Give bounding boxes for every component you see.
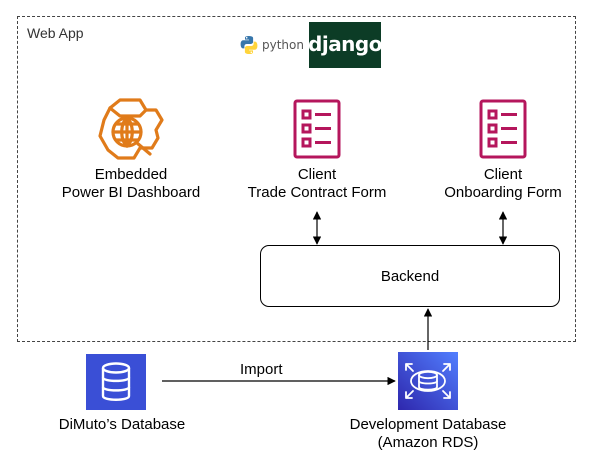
powerbi-label-line1: Embedded xyxy=(94,166,168,183)
powerbi-dashboard-icon xyxy=(98,98,164,160)
backend-label: Backend xyxy=(380,267,440,285)
trade-contract-form-label: Client Trade Contract Form xyxy=(232,166,402,202)
development-database-label: Development Database (Amazon RDS) xyxy=(340,416,516,452)
python-logo: python xyxy=(239,33,304,57)
backend-box: Backend xyxy=(260,245,560,307)
web-app-boundary xyxy=(17,16,576,342)
dev-db-label-line1: Development Database xyxy=(349,416,507,433)
trade-form-label-line2: Trade Contract Form xyxy=(247,184,387,201)
onboarding-form-icon xyxy=(479,99,527,159)
import-label: Import xyxy=(240,361,283,378)
python-logo-text: python xyxy=(262,38,304,52)
trade-form-label-line1: Client xyxy=(297,166,337,183)
onboarding-form-label-line2: Onboarding Form xyxy=(444,184,562,201)
powerbi-dashboard-label: Embedded Power BI Dashboard xyxy=(50,166,212,202)
powerbi-label-line2: Power BI Dashboard xyxy=(61,184,201,201)
python-snake-icon xyxy=(240,36,258,54)
onboarding-form-label-line1: Client xyxy=(483,166,523,183)
trade-contract-form-icon xyxy=(293,99,341,159)
django-logo: django xyxy=(308,22,382,68)
dimuto-database-icon xyxy=(86,354,146,410)
amazon-rds-icon xyxy=(398,352,458,410)
onboarding-form-label: Client Onboarding Form xyxy=(430,166,576,202)
dev-db-label-line2: (Amazon RDS) xyxy=(377,434,479,451)
web-app-label: Web App xyxy=(27,25,84,41)
dimuto-database-label: DiMuto’s Database xyxy=(58,416,186,433)
